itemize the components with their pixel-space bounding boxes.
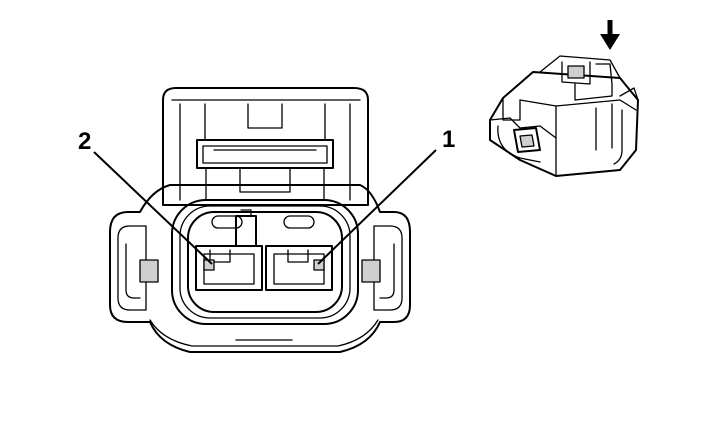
terminal-cavity-housing [187,211,343,313]
pin-1-label: 1 [442,126,456,153]
key-slot-right [283,215,315,229]
pin-2-label: 2 [78,128,92,155]
latch-slot [204,103,326,141]
pin-2-cavity [195,245,263,291]
seal-ring-outer [171,199,359,325]
seal-ring-mid [179,205,351,319]
left-ear [117,225,147,311]
key-slot-left [211,215,243,229]
latch-lever [196,139,334,169]
right-lock-tab [361,259,381,283]
connector-face-view [93,87,437,353]
left-lock-tab [139,259,159,283]
arrow-down-icon [600,20,620,50]
pin-1-leader [317,149,437,265]
connector-isometric-view [489,55,639,177]
pin-2-leader [93,151,213,265]
pin-1-cavity [265,245,333,291]
connector-body-outer [109,184,411,353]
latch-housing-outer [162,87,369,206]
polarization-key [235,215,257,247]
right-ear [373,225,403,311]
